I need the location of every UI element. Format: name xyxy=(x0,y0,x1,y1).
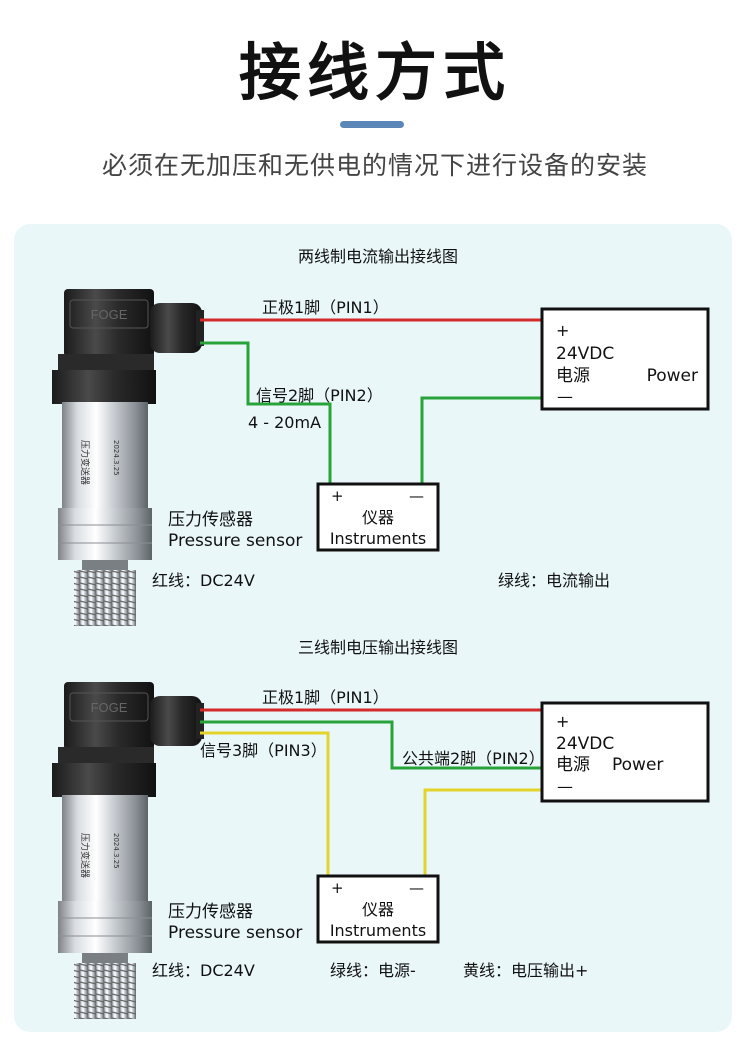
current-label-1: 4 - 20mA xyxy=(248,413,321,432)
power-en-1: Power xyxy=(647,366,698,386)
instrument-minus-2: — xyxy=(409,879,424,897)
instrument-minus-1: — xyxy=(409,487,424,505)
pin1-label-1: 正极1脚（PIN1） xyxy=(262,298,389,317)
diagram2-heading: 三线制电压输出接线图 xyxy=(298,638,458,657)
diagram1-heading: 两线制电流输出接线图 xyxy=(298,247,458,266)
instrument-en-1: Instruments xyxy=(330,529,426,548)
power-plus-1: + xyxy=(556,321,569,340)
power-cn-1: 电源 xyxy=(556,366,590,386)
instrument-cn-2: 仪器 xyxy=(362,900,394,919)
page-subtitle: 必须在无加压和无供电的情况下进行设备的安装 xyxy=(101,151,648,180)
instrument-box-1 xyxy=(316,482,440,552)
sensor-cn-2: 压力传感器 xyxy=(168,902,253,922)
legend-red-1: 红线：DC24V xyxy=(152,571,255,590)
sensor-product-label-2: 压力变送器 xyxy=(79,833,91,878)
pressure-sensor-image-2: FOGE 压力变送器 2024.3.25 xyxy=(52,682,204,1019)
instrument-plus-2: + xyxy=(331,879,344,897)
legend-red-2: 红线：DC24V xyxy=(152,961,255,980)
yellow-wire-return-2 xyxy=(423,788,542,876)
instrument-plus-1: + xyxy=(331,487,344,505)
power-minus-2: — xyxy=(557,777,573,796)
instrument-cn-1: 仪器 xyxy=(362,508,394,527)
page-title: 接线方式 xyxy=(238,36,511,109)
power-cn-2: 电源 xyxy=(556,755,590,775)
green-wire-2 xyxy=(200,720,542,770)
green-wire-signal-1 xyxy=(200,341,332,484)
power-supply-box-2 xyxy=(540,701,710,803)
power-voltage-2: 24VDC xyxy=(556,734,614,754)
power-supply-box-1 xyxy=(540,307,710,411)
legend-green-1: 绿线：电流输出 xyxy=(498,571,610,590)
power-minus-1: — xyxy=(557,387,573,406)
sensor-en-1: Pressure sensor xyxy=(168,531,302,551)
instrument-box-2 xyxy=(316,874,440,944)
pin2-label-2: 公共端2脚（PIN2） xyxy=(402,749,545,768)
power-voltage-1: 24VDC xyxy=(556,344,614,364)
pin1-label-2: 正极1脚（PIN1） xyxy=(262,688,389,707)
yellow-wire-signal-2 xyxy=(200,731,330,876)
sensor-date-label-2: 2024.3.25 xyxy=(112,833,120,869)
pressure-sensor-image-1: FOGE 压力变送器 2024.3.25 xyxy=(52,289,204,626)
sensor-cn-1: 压力传感器 xyxy=(168,510,253,530)
sensor-date-label-1: 2024.3.25 xyxy=(112,440,120,476)
title-underline xyxy=(340,121,404,128)
pin3-label-2: 信号3脚（PIN3） xyxy=(200,741,327,760)
power-en-2: Power xyxy=(612,755,663,775)
legend-green-2: 绿线：电源- xyxy=(330,961,416,980)
instrument-en-2: Instruments xyxy=(330,921,426,940)
sensor-brand-2: FOGE xyxy=(91,700,128,715)
power-plus-2: + xyxy=(556,712,569,731)
sensor-brand-1: FOGE xyxy=(91,307,128,322)
sensor-product-label-1: 压力变送器 xyxy=(79,440,91,485)
sensor-en-2: Pressure sensor xyxy=(168,923,302,943)
pin2-label-1: 信号2脚（PIN2） xyxy=(256,386,383,405)
green-wire-return-1 xyxy=(420,396,542,484)
legend-yellow-2: 黄线：电压输出+ xyxy=(463,961,588,980)
